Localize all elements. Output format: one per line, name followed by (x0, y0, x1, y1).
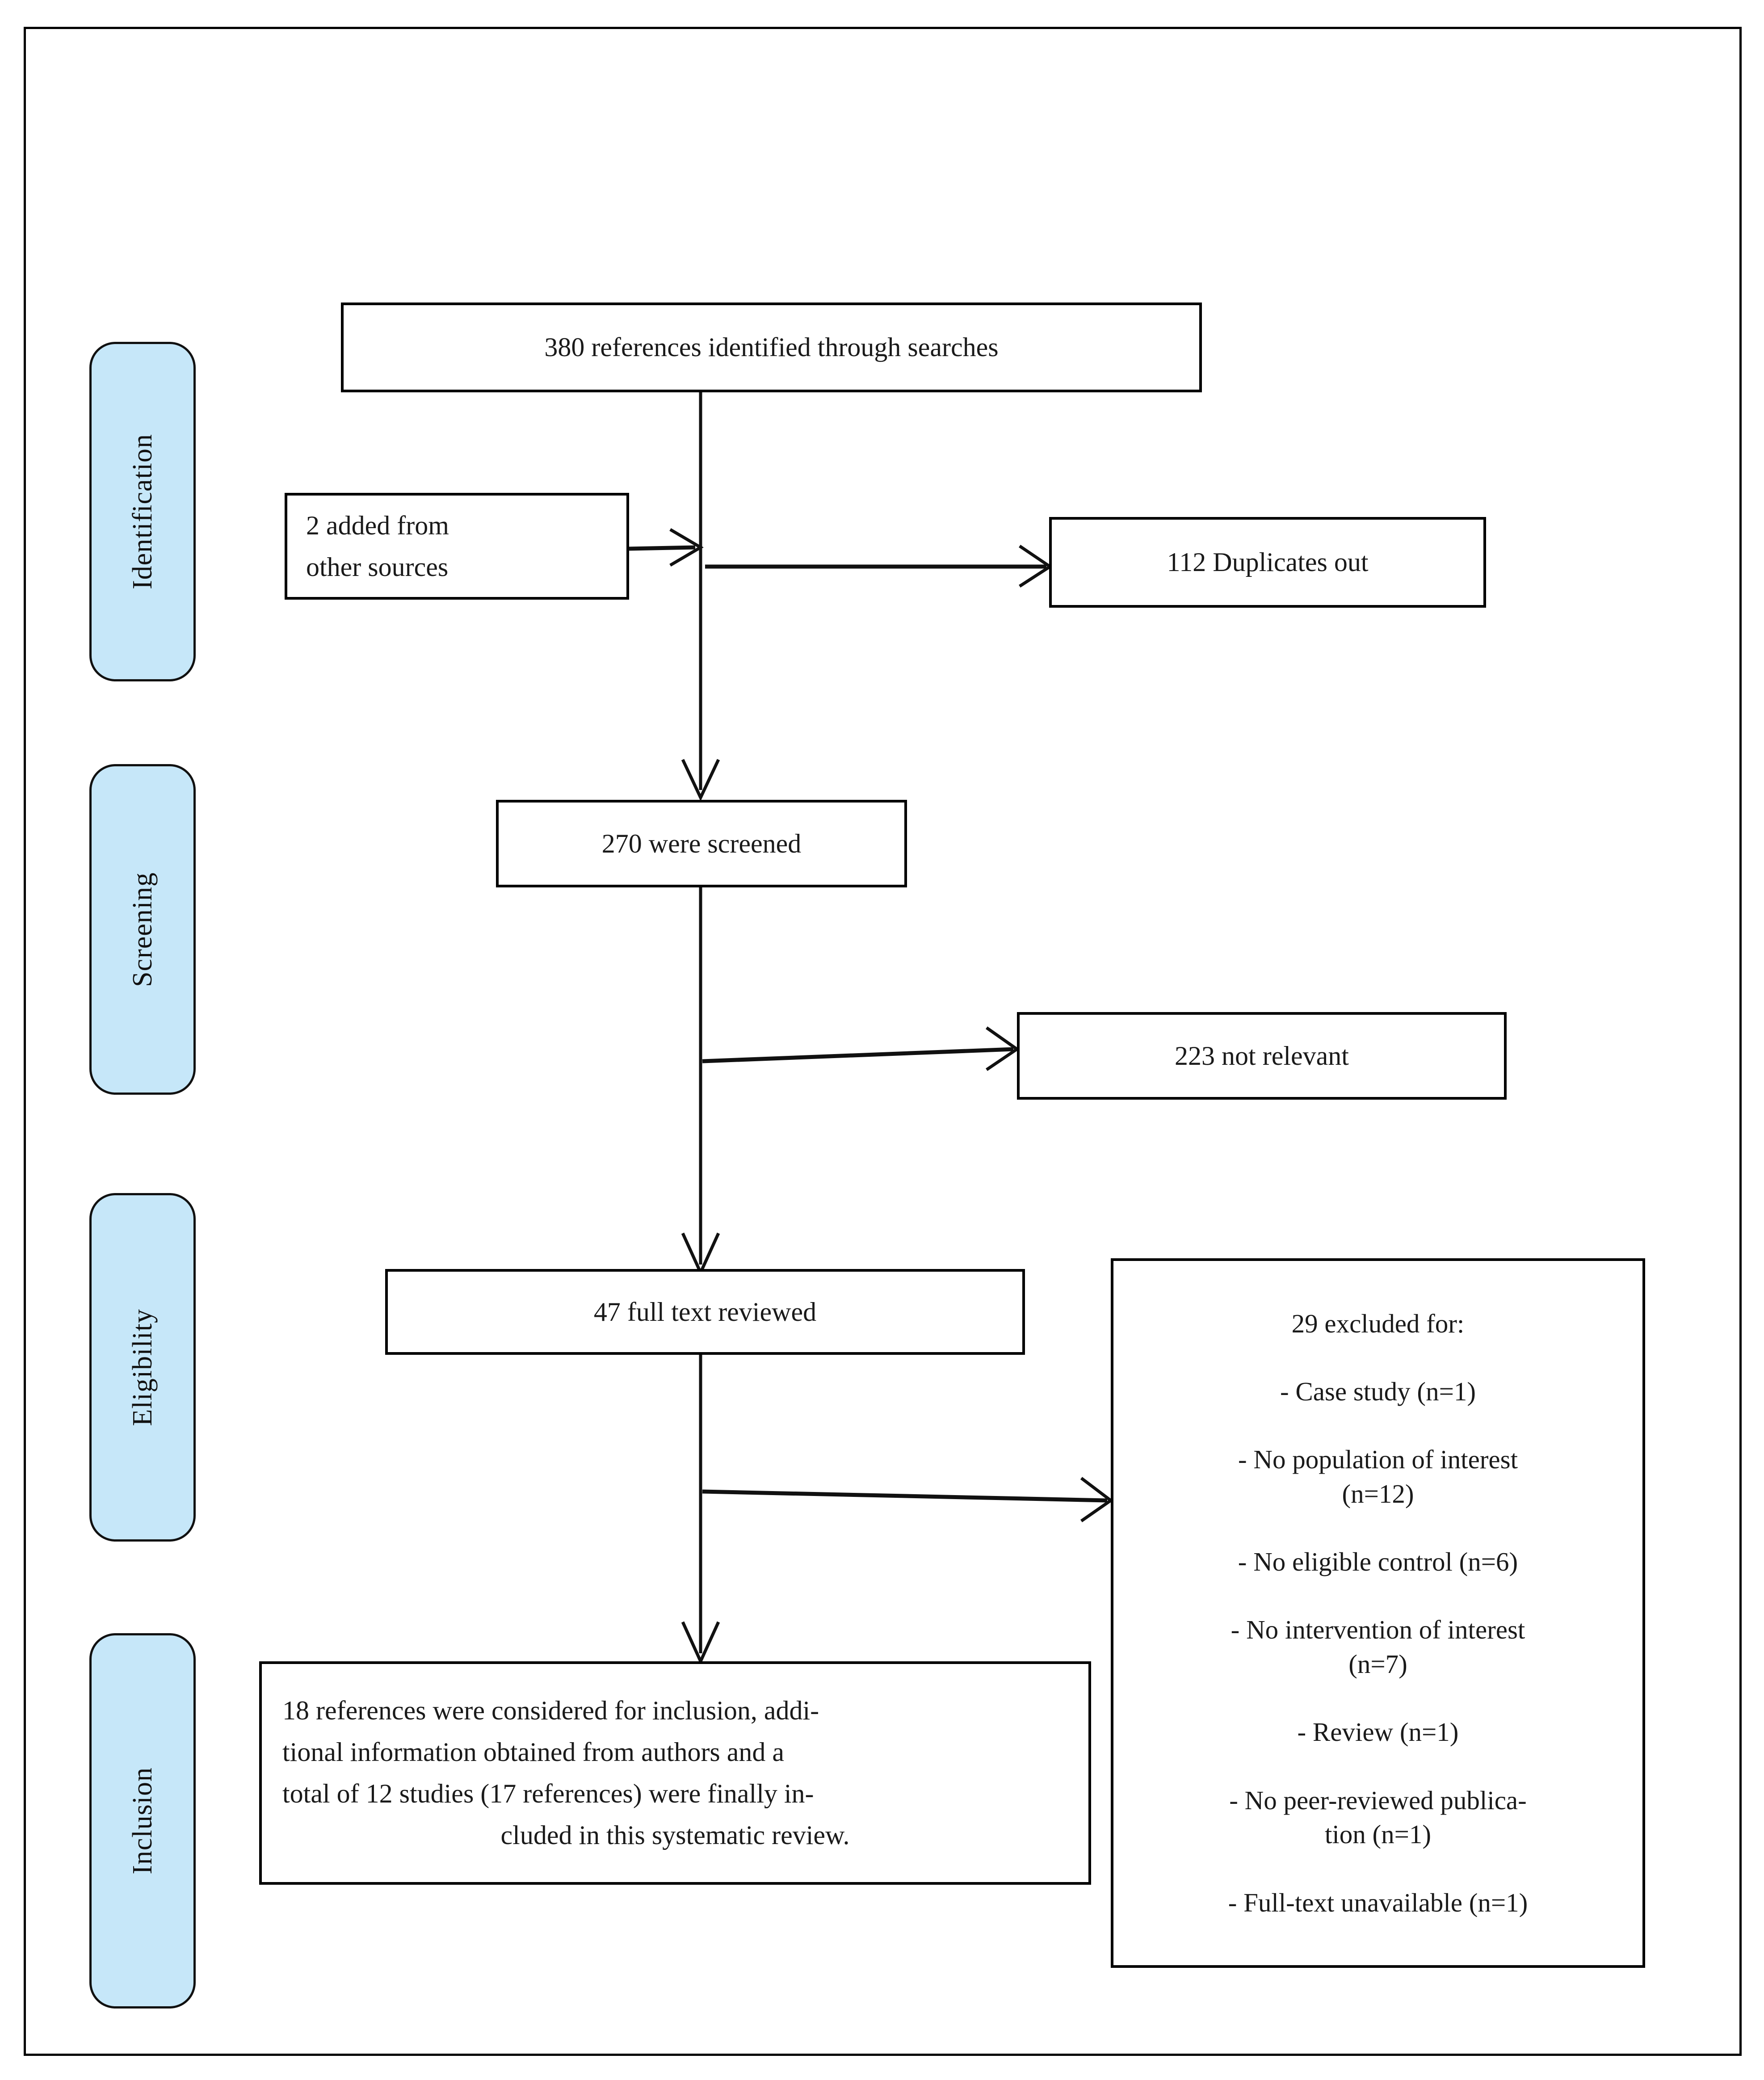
box-excluded-reasons: 29 excluded for: - Case study (n=1) - No… (1111, 1258, 1645, 1968)
excluded-item-5: (n=7) (1348, 1649, 1407, 1679)
box-included-line1: 18 references were considered for inclus… (282, 1696, 819, 1725)
excluded-item-1: - No population of interest (1238, 1445, 1518, 1475)
box-other-sources: 2 added from other sources (285, 493, 629, 600)
box-references-identified-text: 380 references identified through search… (544, 332, 999, 362)
box-references-identified: 380 references identified through search… (341, 303, 1202, 392)
box-included-line2: tional information obtained from authors… (282, 1737, 785, 1767)
box-not-relevant-text: 223 not relevant (1175, 1041, 1349, 1071)
excluded-item-7: - No peer-reviewed publica- (1229, 1785, 1527, 1815)
stage-pill-inclusion: Inclusion (89, 1633, 196, 2009)
box-duplicates-out: 112 Duplicates out (1049, 517, 1486, 608)
box-included-summary: 18 references were considered for inclus… (259, 1661, 1091, 1885)
stage-label-screening: Screening (127, 872, 158, 987)
stage-label-inclusion: Inclusion (127, 1767, 158, 1874)
box-other-sources-line2: other sources (306, 552, 449, 582)
box-screened: 270 were screened (496, 800, 907, 887)
stage-label-eligibility: Eligibility (127, 1308, 158, 1426)
excluded-item-0: - Case study (n=1) (1280, 1376, 1476, 1406)
stage-pill-screening: Screening (89, 764, 196, 1095)
box-not-relevant: 223 not relevant (1017, 1012, 1507, 1100)
excluded-item-8: tion (n=1) (1324, 1819, 1432, 1849)
box-duplicates-out-text: 112 Duplicates out (1167, 547, 1369, 577)
excluded-item-2: (n=12) (1342, 1479, 1414, 1509)
excluded-item-4: - No intervention of interest (1231, 1615, 1525, 1645)
excluded-item-9: - Full-text unavailable (n=1) (1228, 1887, 1528, 1917)
excluded-item-6: - Review (n=1) (1297, 1717, 1459, 1747)
stage-pill-eligibility: Eligibility (89, 1193, 196, 1542)
box-screened-text: 270 were screened (601, 828, 802, 858)
box-full-text-reviewed-text: 47 full text reviewed (593, 1297, 817, 1327)
stage-pill-identification: Identification (89, 342, 196, 681)
box-included-line3: total of 12 studies (17 references) were… (282, 1779, 814, 1808)
box-full-text-reviewed: 47 full text reviewed (385, 1269, 1025, 1355)
excluded-heading: 29 excluded for: (1291, 1308, 1465, 1338)
box-other-sources-line1: 2 added from (306, 510, 449, 540)
stage-label-identification: Identification (127, 434, 158, 589)
box-included-line4: cluded in this systematic review. (500, 1820, 850, 1850)
excluded-item-3: - No eligible control (n=6) (1238, 1547, 1518, 1577)
